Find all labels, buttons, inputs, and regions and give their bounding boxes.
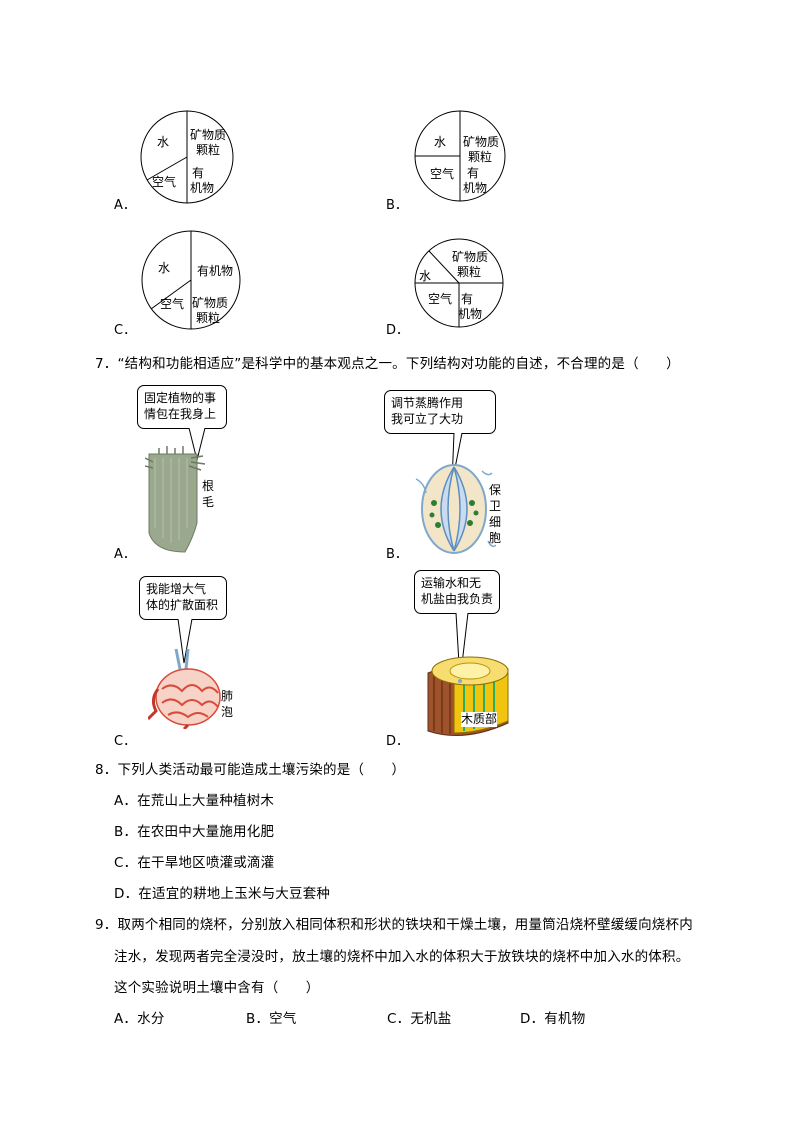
pie-label-mineral-line1: 矿物质	[463, 135, 500, 149]
q7-c-speech-bubble: 我能增大气 体的扩散面积	[139, 576, 227, 620]
q6-option-b-pie	[414, 110, 506, 202]
q9-option-d[interactable]: D．有机物	[520, 1011, 586, 1027]
root-hair-label-2: 毛	[202, 495, 215, 509]
alveoli-illustration	[148, 619, 221, 729]
q6-option-c-pie	[141, 230, 241, 330]
pie-label-mineral-line1: 矿物质	[190, 128, 227, 142]
q9-stem-line1: 9．取两个相同的烧杯，分别放入相同体积和形状的铁块和干燥土壤，用量筒沿烧杯壁缓缓…	[95, 917, 693, 933]
q9-stem-line3: 这个实验说明土壤中含有（ ）	[114, 980, 320, 996]
q8-option-a[interactable]: A．在荒山上大量种植树木	[114, 793, 275, 809]
pie-label-organic: 有机物	[197, 264, 234, 278]
pie-label-mineral-line2: 颗粒	[196, 143, 221, 157]
pie-label-air: 空气	[428, 292, 453, 306]
q6-option-c-letter[interactable]: C．	[114, 323, 137, 338]
guard-cell-label-4: 胞	[489, 531, 502, 545]
q9-stem-line2: 注水，发现两者完全浸没时，放土壤的烧杯中加入水的体积大于放铁块的烧杯中加入水的体…	[114, 949, 690, 965]
root-hair-label-1: 根	[202, 479, 215, 493]
pie-label-mineral-line1: 矿物质	[192, 296, 229, 310]
q6-option-d-letter[interactable]: D．	[386, 323, 410, 338]
pie-label-water: 水	[419, 269, 432, 283]
pie-label-mineral-line2: 颗粒	[196, 311, 221, 325]
q7-option-c-letter[interactable]: C．	[114, 734, 137, 749]
q8-option-c[interactable]: C．在干旱地区喷灌或滴灌	[114, 855, 275, 871]
guard-cell-illustration	[415, 433, 496, 554]
pie-label-organic-line2: 机物	[190, 181, 215, 195]
q9-option-c[interactable]: C．无机盐	[387, 1011, 452, 1027]
pie-label-organic-line1: 有	[192, 166, 205, 180]
pie-label-air: 空气	[430, 167, 455, 181]
pie-label-organic-line2: 机物	[463, 181, 488, 195]
alveoli-label-2: 泡	[221, 705, 234, 719]
q6-option-d-pie	[414, 238, 504, 328]
q6-option-a-pie	[140, 110, 234, 204]
pie-label-organic-line1: 有	[461, 292, 474, 306]
q7-option-d-letter[interactable]: D．	[386, 734, 410, 749]
q8-option-d[interactable]: D．在适宜的耕地上玉米与大豆套种	[114, 886, 331, 902]
guard-cell-label-2: 卫	[489, 499, 502, 513]
alveoli-label-1: 肺	[221, 689, 234, 703]
xylem-label: 木质部	[461, 712, 498, 727]
q7-stem: 7．“结构和功能相适应”是科学中的基本观点之一。下列结构对功能的自述，不合理的是…	[95, 356, 680, 372]
pie-label-water: 水	[158, 261, 171, 275]
pie-label-water: 水	[434, 135, 447, 149]
pie-label-mineral-line2: 颗粒	[468, 150, 493, 164]
q7-a-speech-bubble: 固定植物的事 情包在我身上	[137, 385, 227, 429]
pie-label-mineral-line1: 矿物质	[452, 250, 489, 264]
q8-stem: 8．下列人类活动最可能造成土壤污染的是（ ）	[95, 762, 406, 778]
q7-option-b-letter[interactable]: B．	[386, 547, 408, 562]
pie-label-water: 水	[157, 135, 170, 149]
pie-label-air: 空气	[160, 297, 185, 311]
q9-option-a[interactable]: A．水分	[114, 1011, 165, 1027]
q8-option-b[interactable]: B．在农田中大量施用化肥	[114, 824, 275, 840]
pie-label-organic-line2: 机物	[458, 307, 483, 321]
q7-d-speech-bubble: 运输水和无 机盐由我负责	[414, 570, 500, 614]
pie-label-organic-line1: 有	[467, 166, 480, 180]
q9-option-b[interactable]: B．空气	[246, 1011, 297, 1027]
pie-label-air: 空气	[152, 175, 177, 189]
pie-label-mineral-line2: 颗粒	[457, 265, 482, 279]
guard-cell-label-1: 保	[489, 483, 502, 497]
guard-cell-label-3: 细	[489, 515, 502, 529]
root-tip-illustration	[145, 428, 206, 553]
q7-b-speech-bubble: 调节蒸腾作用 我可立了大功	[384, 390, 496, 434]
q6-option-b-letter[interactable]: B．	[386, 198, 408, 213]
q6-option-a-letter[interactable]: A．	[114, 198, 136, 213]
q7-option-a-letter[interactable]: A．	[114, 547, 136, 562]
